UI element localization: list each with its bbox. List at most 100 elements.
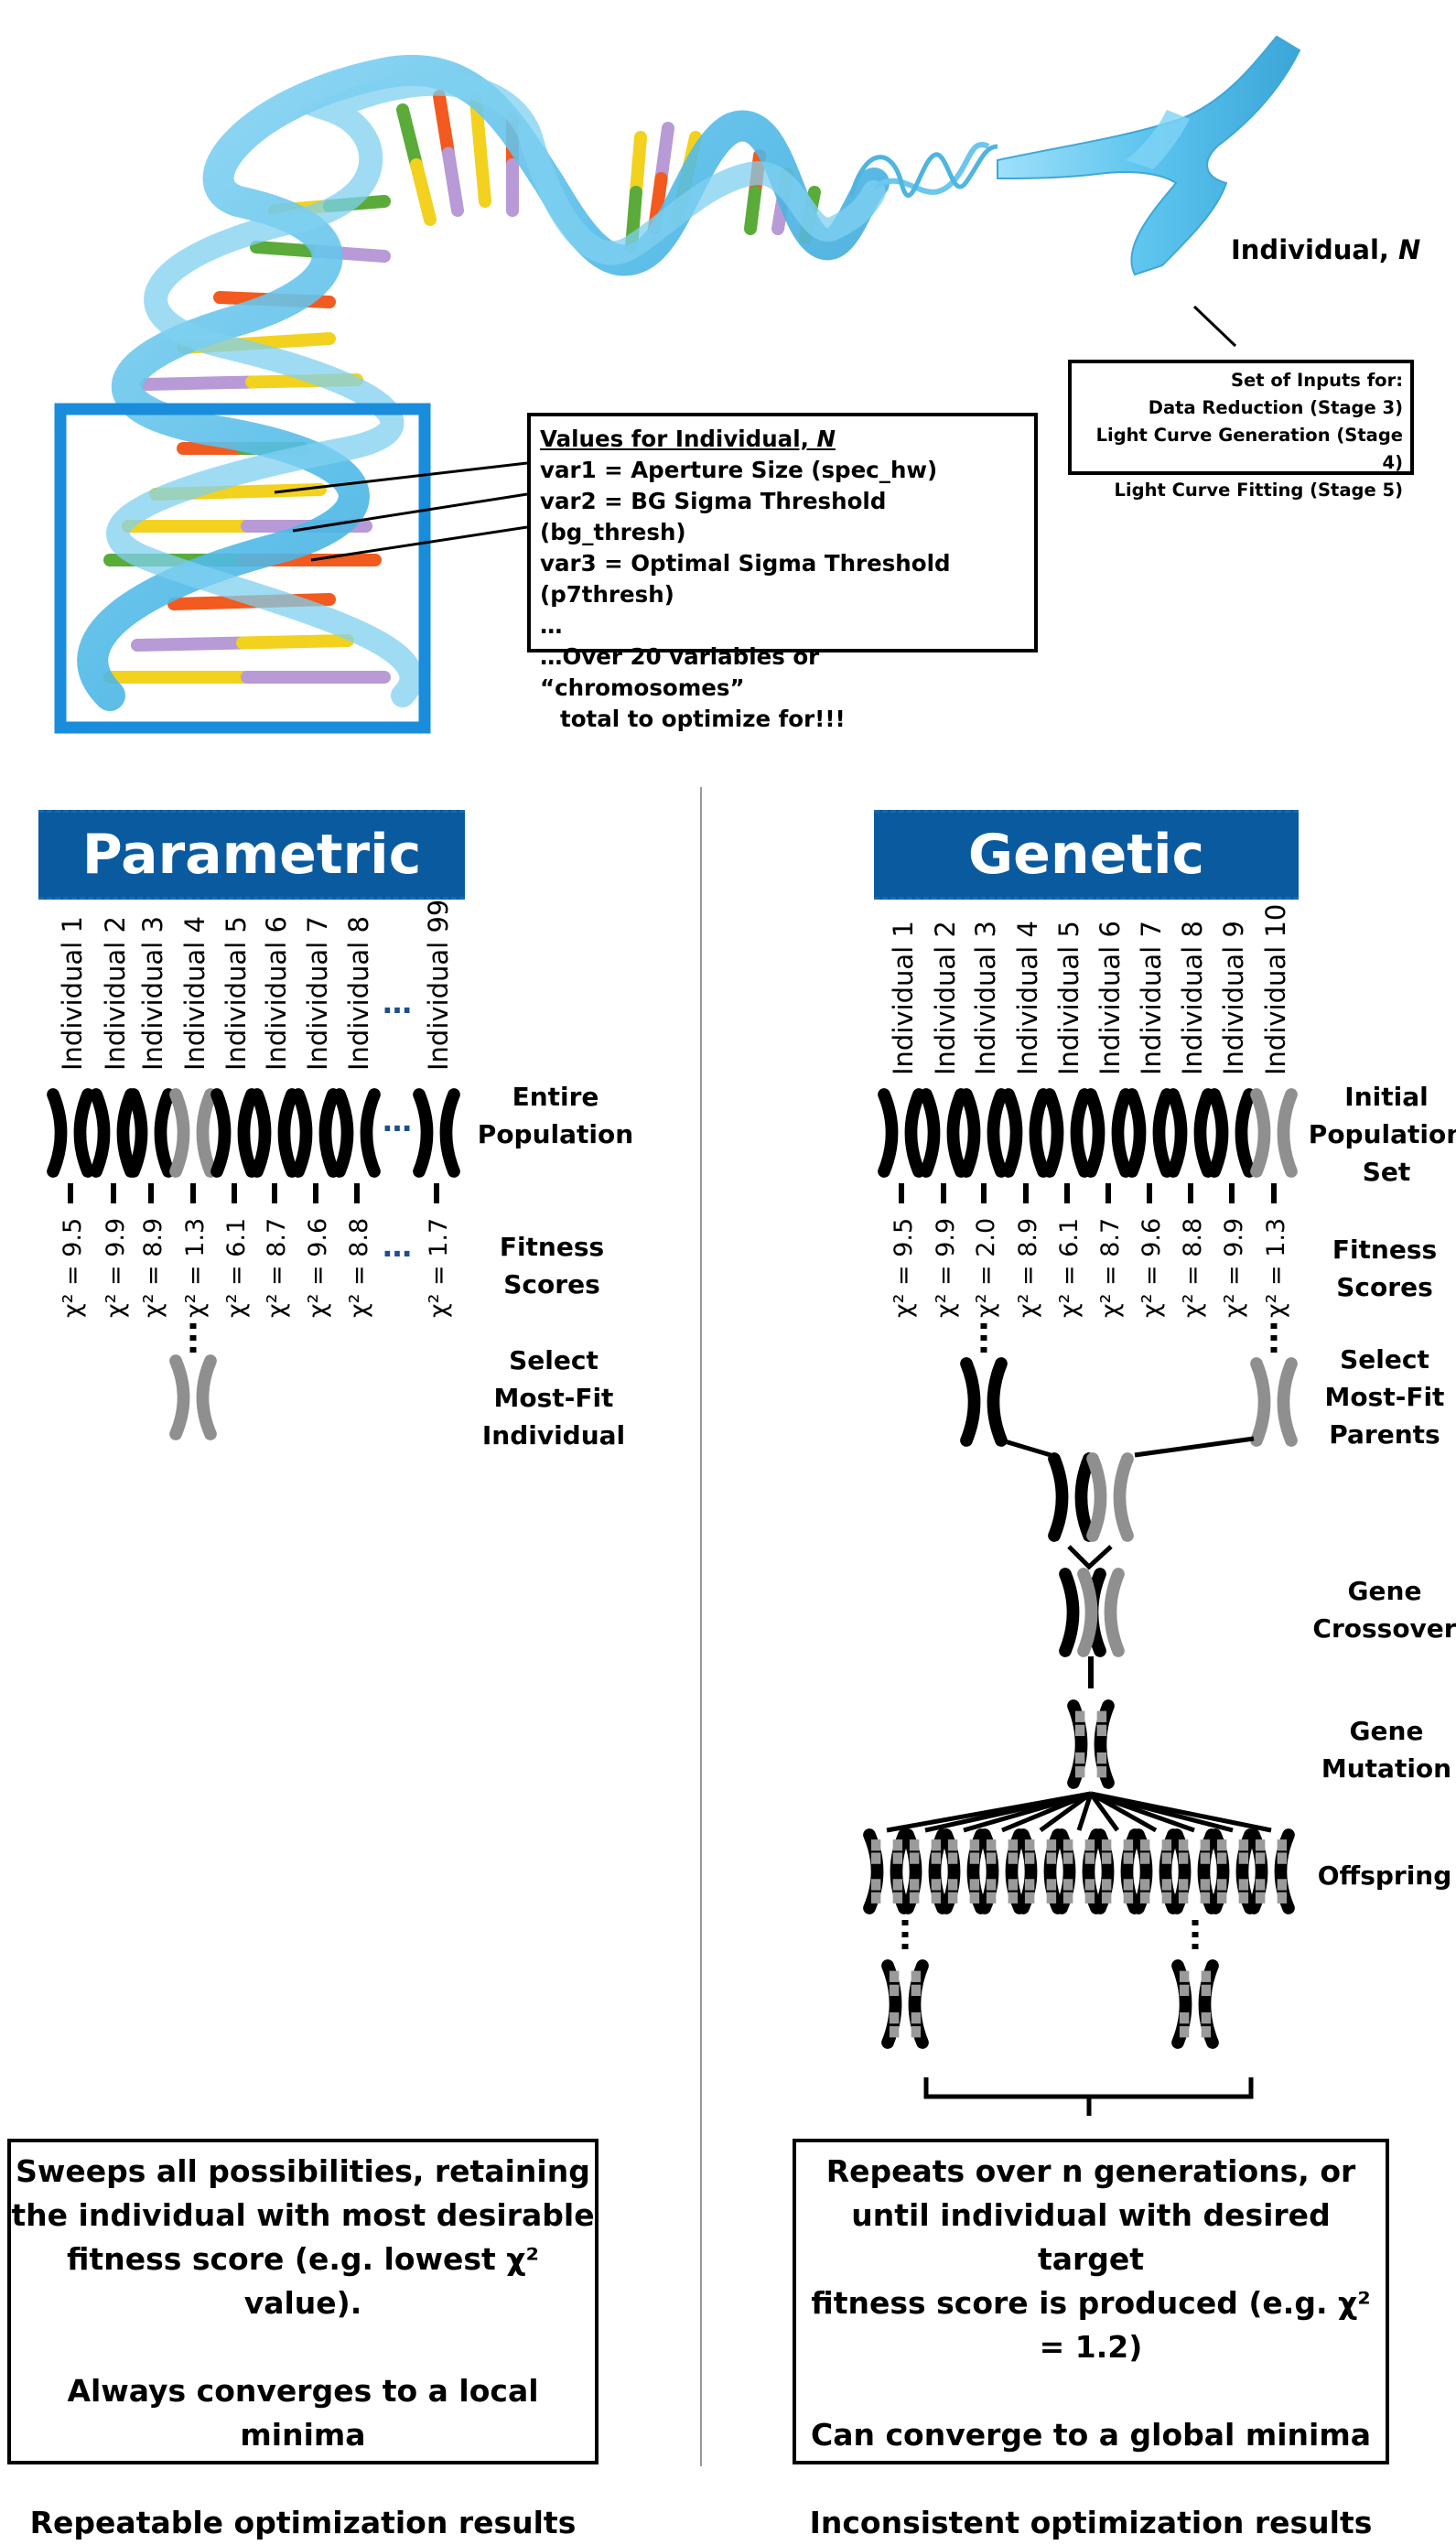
genetic-individual-label: Individual 1 [888,921,919,1075]
selected-chromosome-icon [169,1354,217,1440]
parametric-fitness-score: χ² = 9.6 [304,1218,332,1318]
offspring-chromosome-icon [1094,1828,1141,1914]
genetic-individual-label: Individual 2 [930,921,961,1075]
set-of-inputs-box: Set of Inputs for: Data Reduction (Stage… [1068,360,1414,501]
offspring-chromosome-icon [901,1828,949,1914]
var3-pointer-line [310,525,528,562]
parametric-individual-label: Individual 8 [343,916,374,1071]
generation-bracket [923,2077,1254,2116]
summary-line: Repeats over n generations, or [825,2153,1356,2189]
next-generation-chromosome-icon [881,1959,929,2049]
parametric-individual-label: Individual 99 [423,900,454,1071]
helix-strand-a [77,54,890,711]
values-box-title: Values for Individual, N [540,426,836,452]
chromosome-icon [1084,1088,1132,1178]
dna-rung [410,158,437,226]
parametric-individual-label: Individual 4 [179,916,210,1071]
parametric-individual-label: Individual 5 [221,916,252,1071]
dna-rung [167,595,258,610]
chromosome-icon [1167,1088,1214,1178]
dna-rung [250,332,336,350]
genetic-fitness-score: χ² = 9.9 [1220,1218,1248,1318]
values-box-line: total to optimize for!!! [560,706,846,732]
genetic-individual-label: Individual 9 [1218,921,1249,1075]
genetic-summary-box: Repeats over n generations, or until ind… [793,2139,1389,2540]
genetic-fitness-score: χ² = 9.9 [932,1218,960,1318]
chromosome-icon [413,1088,460,1178]
genetic-individual-label: Individual 10 [1260,904,1291,1075]
chromosome-icon [878,1088,925,1178]
offspring-chromosome-icon [1170,1828,1218,1914]
inputs-box-line: Light Curve Fitting (Stage 5) [1114,480,1403,501]
chromosome-icon [1250,1088,1298,1178]
summary-line: Repeatable optimization results [29,2505,577,2540]
values-box-line: var1 = Aperture Size (spec_hw) [540,457,938,483]
fan-line [1001,1791,1092,1833]
inputs-box-line: Set of Inputs for: [1230,370,1403,391]
chromosome-icon [90,1088,137,1178]
chromosome-icon [1043,1088,1091,1178]
dna-rung [236,634,354,650]
genetic-banner: Genetic [874,810,1299,900]
chromosome-icon [1002,1088,1050,1178]
chromosome-icon [210,1088,258,1178]
fan-line [963,1791,1092,1833]
chromosome-icon [333,1088,381,1178]
dna-rung [744,186,761,235]
summary-line: Always converges to a local minima [67,2373,539,2453]
genetic-individual-label: Individual 3 [970,921,1001,1075]
ellipsis: … [383,986,412,1020]
parametric-individual-label: Individual 3 [137,916,168,1071]
individual-n-label: Individual, N [1231,234,1421,265]
chromosome-icon [127,1088,175,1178]
dna-helix-illustration [54,35,1301,734]
offspring-chromosome-icon [1055,1828,1103,1914]
dna-rung [396,103,423,171]
dna-rung [140,375,258,391]
helix-coil [848,144,998,198]
parametric-fitness-score: χ² = 8.7 [263,1218,291,1318]
dna-rung [654,122,674,185]
var2-pointer-line [292,492,528,533]
connector-line [1067,1545,1113,1570]
dna-rung [250,241,327,258]
genetic-fitness-score: χ² = 8.9 [1014,1218,1042,1318]
summary-line: fitness score is produced (e.g. χ² = 1.2… [811,2285,1371,2365]
genetic-fitness-score: χ² = 9.6 [1138,1218,1166,1318]
parametric-fitness-score: χ² = 6.1 [222,1218,251,1318]
inputs-box-line: Data Reduction (Stage 3) [1148,397,1403,418]
dna-rung [630,131,647,199]
ellipsis: … [383,1229,412,1264]
genetic-fitness-score: χ² = 9.5 [890,1218,918,1318]
genetic-fitness-score: χ² = 1.3 [1262,1218,1290,1318]
values-box-line: … [540,612,563,639]
offspring-chromosome-icon [978,1828,1026,1914]
dna-rung [442,146,464,217]
chromosome-icon [47,1088,94,1178]
parametric-fitness-score: χ² = 9.5 [59,1218,87,1318]
paired-chromosome-icon [1048,1452,1095,1542]
connector-line [1134,1436,1255,1458]
ellipsis: … [383,1104,412,1138]
chromosome-icon [960,1088,1008,1178]
summary-line: Sweeps all possibilities, retaining [16,2153,590,2189]
offspring-chromosome-icon [1209,1828,1256,1914]
genetic-fitness-score: χ² = 8.7 [1096,1218,1125,1318]
genetic-step-offspring: Offspring [1317,1860,1452,1891]
genetic-individual-label: Individual 6 [1095,921,1126,1075]
genetic-individual-label: Individual 8 [1177,921,1208,1075]
mutated-chromosome-icon [1067,1699,1115,1789]
fan-line [1076,1793,1094,1831]
helix-strand-b [106,71,886,707]
parametric-fitness-score: χ² = 9.9 [102,1218,130,1318]
dna-rung [433,90,455,160]
optimization-diagram: Individual 1 Individual 2 Individual 3 Indi… [47,900,1298,2116]
values-for-individual-box: Values for Individual, N var1 = Aperture… [527,413,1038,732]
genetic-individual-label: Individual 5 [1053,921,1084,1075]
offspring-chromosome-icon [940,1828,987,1914]
